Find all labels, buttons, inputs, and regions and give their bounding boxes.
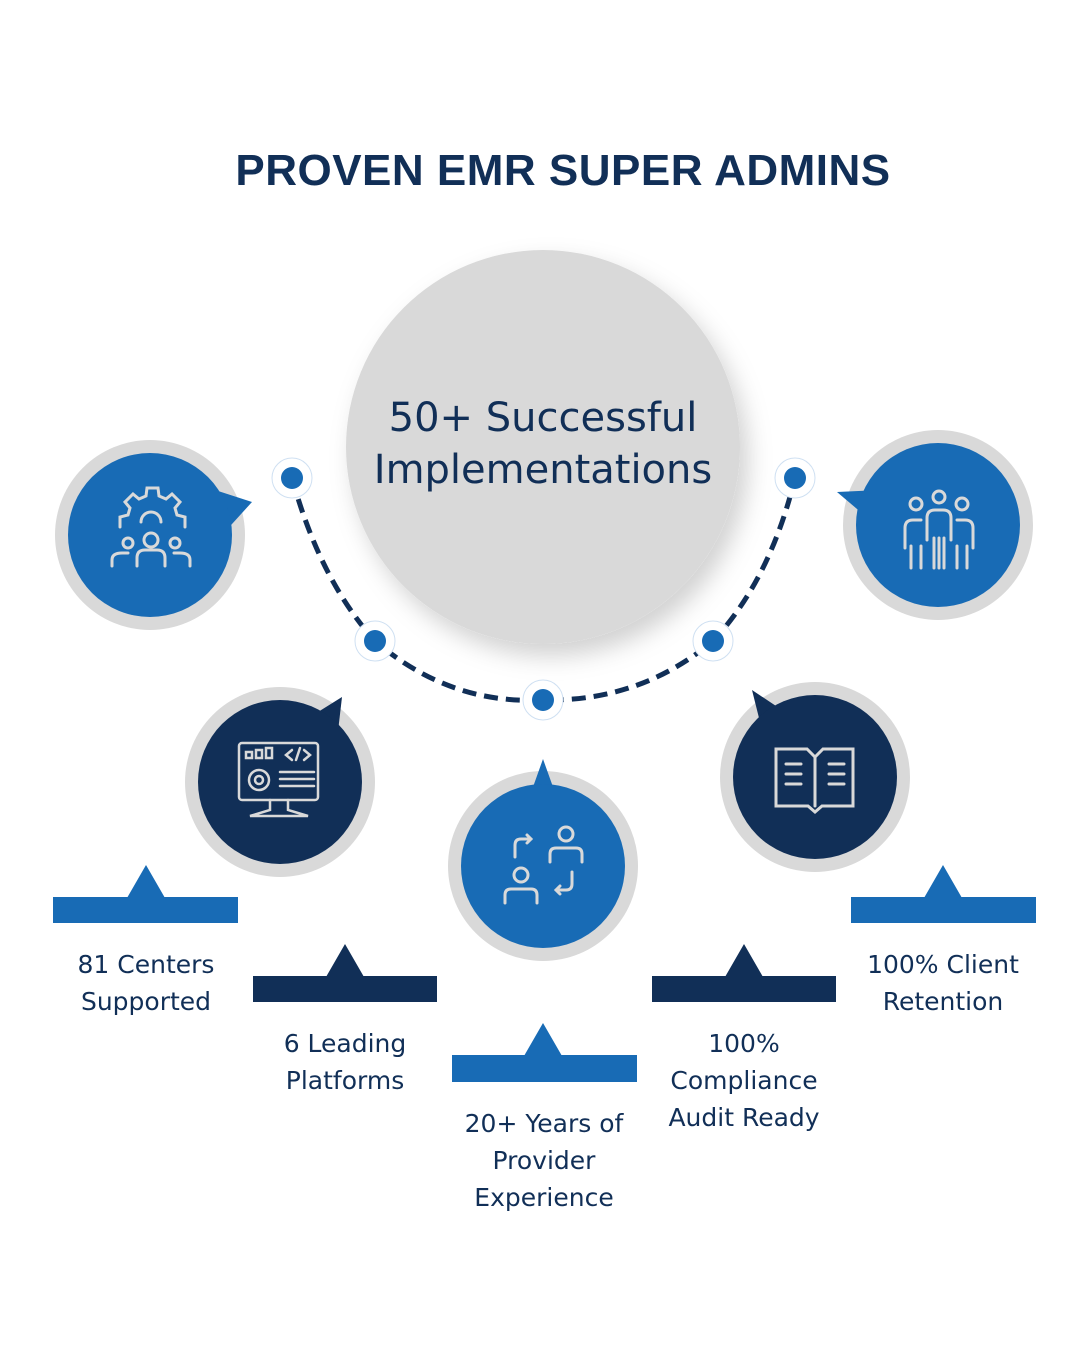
stat-label-line: Compliance bbox=[670, 1066, 818, 1095]
label-bar bbox=[851, 865, 1036, 923]
stat-circle-platforms bbox=[185, 687, 375, 877]
label-bar bbox=[253, 944, 437, 1002]
stat-label-line: Platforms bbox=[285, 1066, 405, 1095]
stat-label-line: 6 Leading bbox=[283, 1029, 407, 1058]
center-line-1: 50+ Successful bbox=[388, 395, 698, 441]
label-bar bbox=[652, 944, 836, 1002]
arc-dots bbox=[271, 457, 816, 721]
page-title: PROVEN EMR SUPER ADMINS bbox=[235, 146, 891, 195]
arc-dot bbox=[354, 620, 396, 662]
stat-label-line: 100% Client bbox=[867, 950, 1019, 979]
stat-label-line: Retention bbox=[882, 987, 1004, 1016]
stat-label-compliance: 100% Compliance Audit Ready bbox=[634, 1025, 854, 1136]
stat-label-line: 100% bbox=[708, 1029, 780, 1058]
stat-label-line: Provider bbox=[492, 1146, 596, 1175]
people-exchange-icon bbox=[503, 825, 584, 905]
stat-label-experience: 20+ Years of Provider Experience bbox=[434, 1105, 654, 1216]
arc-dot bbox=[774, 457, 816, 499]
center-line-2: Implementations bbox=[373, 447, 713, 493]
stat-label-line: Supported bbox=[80, 987, 212, 1016]
label-bar bbox=[53, 865, 238, 923]
center-headline: 50+ Successful Implementations bbox=[343, 392, 743, 496]
center-circle bbox=[346, 250, 740, 644]
stat-label-platforms: 6 Leading Platforms bbox=[235, 1025, 455, 1099]
stat-circle-compliance bbox=[720, 682, 910, 872]
dashed-arc bbox=[289, 477, 798, 703]
stat-label-line: Experience bbox=[474, 1183, 614, 1212]
computer-code-icon bbox=[237, 741, 320, 818]
stat-label-line: 20+ Years of bbox=[464, 1109, 624, 1138]
group-people-icon bbox=[903, 489, 975, 570]
stat-circle-retention bbox=[837, 430, 1033, 620]
arc-dot bbox=[271, 457, 313, 499]
stat-circle-experience bbox=[448, 759, 638, 961]
arc-dot bbox=[522, 679, 564, 721]
stat-label-line: Audit Ready bbox=[668, 1103, 820, 1132]
label-bar bbox=[452, 1023, 637, 1082]
team-gear-icon bbox=[110, 486, 192, 568]
stat-label-centers: 81 Centers Supported bbox=[36, 946, 256, 1020]
stat-label-line: 81 Centers bbox=[77, 950, 215, 979]
open-book-icon bbox=[774, 747, 855, 814]
stat-label-retention: 100% Client Retention bbox=[833, 946, 1053, 1020]
stat-circle-centers bbox=[55, 440, 252, 630]
arc-dot bbox=[692, 620, 734, 662]
